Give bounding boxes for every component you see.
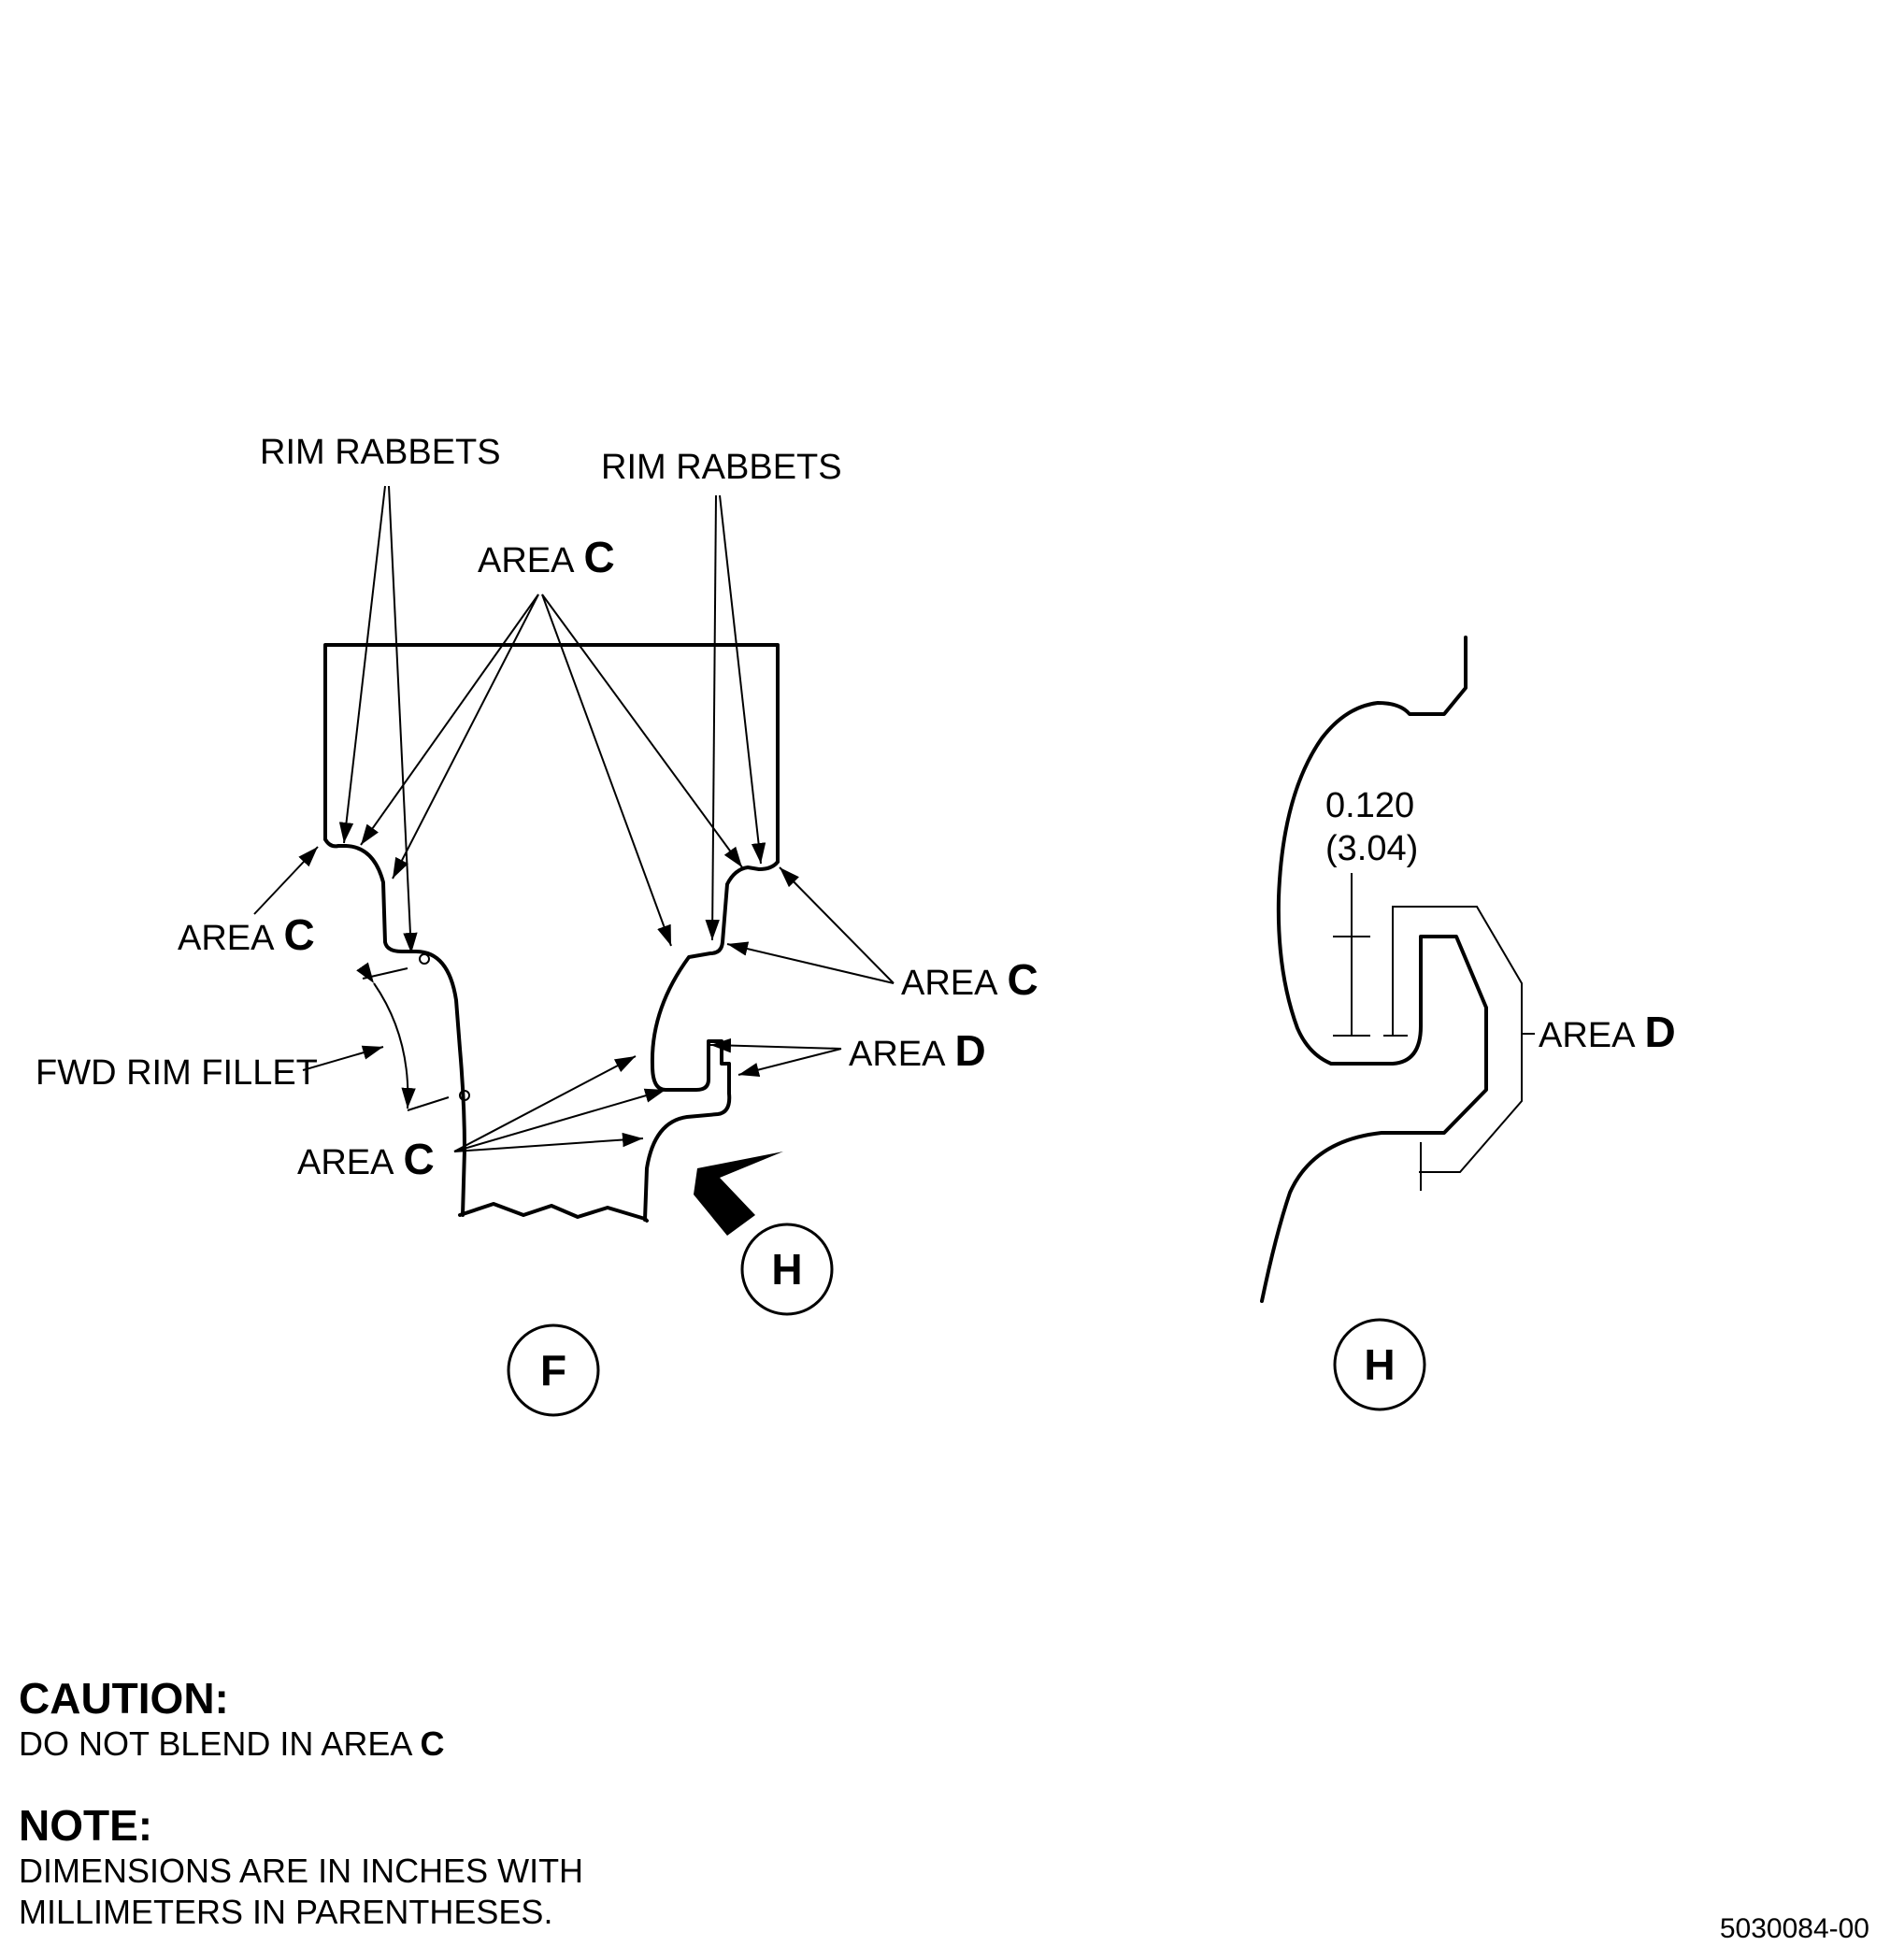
view-h-pointer-arrow bbox=[694, 1152, 783, 1236]
dimension-mm-label: (3.04) bbox=[1325, 829, 1418, 868]
view-f-right-contour bbox=[643, 860, 780, 1222]
view-h-upper-contour bbox=[1260, 636, 1488, 1303]
note-line-2: MILLIMETERS IN PARENTHESES. bbox=[19, 1893, 553, 1931]
view-h-area-d-outline bbox=[1392, 906, 1523, 1173]
svg-text:H: H bbox=[1364, 1340, 1395, 1389]
rim-rabbets-left-label: RIM RABBETS bbox=[260, 433, 501, 472]
view-h-profile bbox=[1260, 636, 1535, 1303]
view-f-profile bbox=[323, 643, 783, 1236]
fwd-rim-fillet-label: FWD RIM FILLET bbox=[36, 1053, 318, 1093]
notes-block: CAUTION: DO NOT BLEND IN AREA C NOTE: DI… bbox=[19, 1673, 583, 1933]
caution-text: DO NOT BLEND IN AREA C bbox=[19, 1724, 445, 1763]
dimension-inches-label: 0.120 bbox=[1325, 786, 1414, 825]
figure-number: 5030084-00 bbox=[1719, 1913, 1869, 1944]
view-f-callout: F bbox=[507, 1323, 600, 1417]
note-heading: NOTE: bbox=[19, 1801, 153, 1850]
view-f-break-line bbox=[458, 1202, 649, 1223]
svg-text:F: F bbox=[540, 1346, 566, 1395]
view-f-platform bbox=[323, 643, 780, 864]
svg-text:H: H bbox=[771, 1245, 802, 1294]
view-f-left-contour bbox=[323, 837, 466, 1217]
note-line-1: DIMENSIONS ARE IN INCHES WITH bbox=[19, 1852, 584, 1890]
view-callouts: F H H bbox=[507, 1223, 1426, 1417]
view-f-leaders bbox=[253, 485, 895, 1152]
view-h-arrow-callout: H bbox=[740, 1223, 834, 1316]
rim-rabbets-right-label: RIM RABBETS bbox=[601, 448, 842, 487]
caution-area-letter: C bbox=[420, 1724, 445, 1763]
caution-heading: CAUTION: bbox=[19, 1674, 229, 1723]
fillet-dimension bbox=[356, 953, 470, 1111]
view-h-callout: H bbox=[1333, 1318, 1426, 1411]
